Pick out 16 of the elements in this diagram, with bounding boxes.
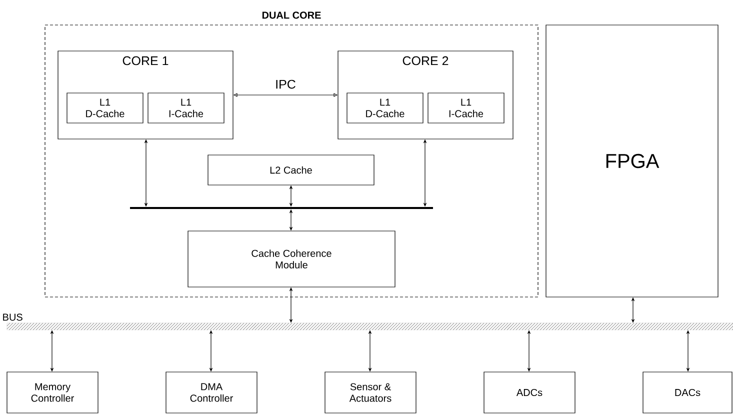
module-box: Cache Coherence Module [188, 230, 396, 288]
controller-box: DMA Controller [166, 372, 258, 414]
cache-box: L1 I-Cache [148, 92, 224, 124]
cache-box: L1 D-Cache [66, 92, 144, 124]
sensor-box: Sensor & Actuators [324, 372, 416, 414]
bus-band: BUS [3, 314, 733, 330]
controller-box: Memory Controller [6, 372, 98, 414]
cache-box: L1 D-Cache [346, 92, 424, 124]
node-label: BUS [3, 314, 22, 321]
node-label: DUAL CORE [262, 12, 321, 19]
fpga-box: FPGA [546, 24, 718, 298]
edge-label: IPC [274, 78, 297, 90]
converter-box: DACs [642, 372, 732, 414]
converter-box: ADCs [484, 372, 576, 414]
cache-box: L2 Cache [208, 154, 374, 186]
cache-box: L1 I-Cache [428, 92, 504, 124]
